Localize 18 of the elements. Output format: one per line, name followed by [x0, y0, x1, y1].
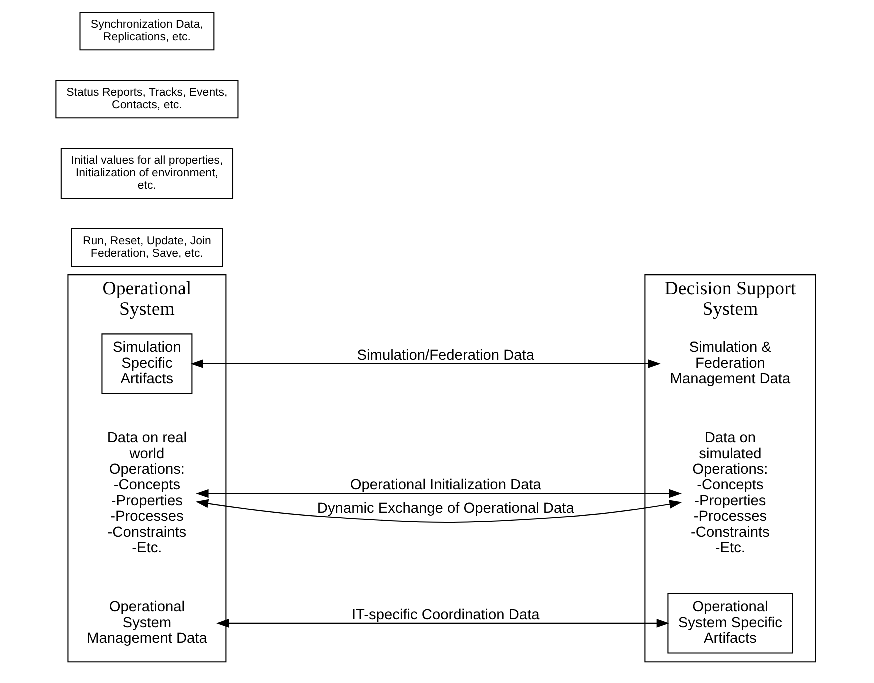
- node-box: Status Reports, Tracks, Events, Contacts, etc.: [56, 80, 239, 119]
- arrow: [196, 499, 682, 524]
- edge-label: Simulation/Federation Data: [357, 348, 535, 364]
- node-text: Data on real world Operations: -Concepts -Properties -Processes -Constraints -Etc.: [107, 430, 188, 557]
- node-text: Simulation & Federation Management Data: [670, 340, 791, 388]
- edge-label: Dynamic Exchange of Operational Data: [317, 500, 574, 517]
- node-box: Operational System Specific Artifacts: [668, 593, 794, 654]
- edge-label: IT-specific Coordination Data: [352, 607, 540, 624]
- node-box: Initial values for all properties, Initialization of environment, etc.: [60, 148, 234, 200]
- arrow: [216, 619, 670, 628]
- node-text: Operational System Management Data: [87, 600, 208, 648]
- node-text: Data on simulated Operations: -Concepts -Properties -Processes -Constraints -Etc.: [691, 430, 770, 557]
- node-box: Run, Reset, Update, Join Federation, Save, etc.: [71, 228, 224, 268]
- node-box: Synchronization Data, Replications, etc.: [80, 12, 215, 51]
- node-box: Simulation Specific Artifacts: [102, 334, 193, 394]
- arrow: [190, 360, 661, 368]
- arrow: [196, 489, 682, 498]
- edge-label: Operational Initialization Data: [350, 478, 542, 494]
